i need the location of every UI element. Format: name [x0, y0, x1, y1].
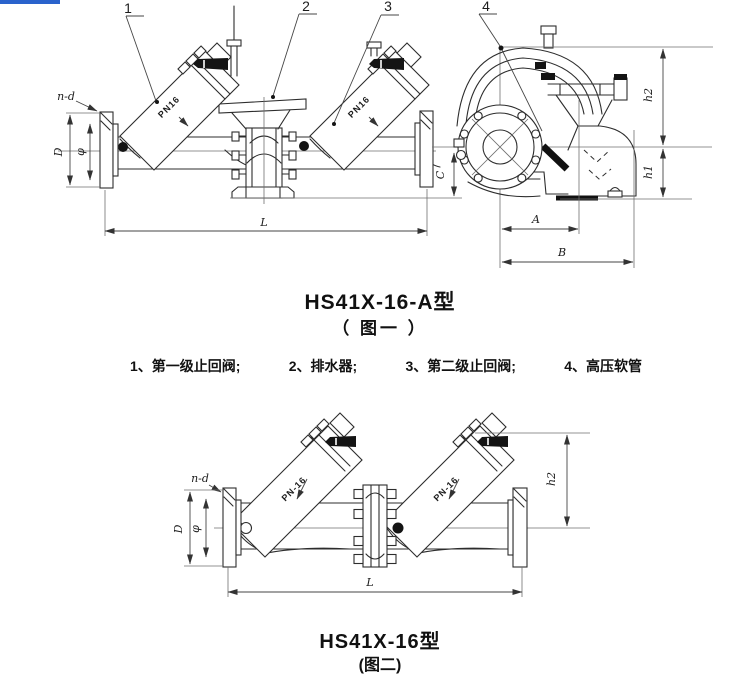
fig2-dimensions: n-d D φ h2 L [172, 432, 590, 597]
fig2-left-flange [222, 487, 242, 568]
discharge-elbow [567, 125, 637, 198]
fig1-caption-number: （ 图一 ） [332, 319, 428, 338]
dim-label-phi: φ [74, 148, 87, 156]
parts-legend: 1、第一级止回阀; 2、排水器; 3、第二级止回阀; 4、高压软管 [130, 356, 642, 376]
fig2-valve2: PN-16 [382, 412, 515, 558]
fig2-center-joint [353, 484, 397, 568]
fig2-ball-port [392, 522, 404, 534]
fig2-dim-label-D: D [172, 524, 185, 534]
dim-label-B: B [557, 246, 566, 259]
dim-label-L: L [259, 216, 267, 229]
cover-bracket [547, 74, 628, 127]
dim-label-h2: h2 [642, 88, 655, 102]
top-blue-progress-bar [0, 0, 60, 4]
left-flange [99, 111, 119, 189]
fig1-callouts: 1 2 3 4 [124, 0, 543, 132]
dim-label-nd: n-d [57, 90, 75, 103]
dim-label-A: A [531, 213, 540, 226]
drain-device [218, 97, 307, 204]
legend-item-2: 2、排水器; [288, 358, 358, 374]
callout-4-label: 4 [482, 0, 490, 14]
fig2-dim-label-L: L [365, 576, 373, 589]
fig1-side-dimensions: h2 h1 A B [498, 45, 713, 268]
dim-label-D: D [52, 147, 65, 157]
fig1-front-dimensions: n-d D φ C L [52, 90, 462, 236]
dim-label-C: C [434, 170, 447, 179]
callout-1-label: 1 [124, 0, 132, 16]
callout-2-label: 2 [302, 0, 310, 14]
valve2-test-cock [299, 141, 309, 151]
fig2-right-flange [507, 487, 528, 568]
air-inlet-fitting [535, 25, 557, 80]
drain-side-bolts [231, 131, 297, 180]
fig2-valve1-handle [325, 436, 356, 447]
fig1-caption-model: HS41X-16-A型 [304, 291, 456, 314]
legend-item-3: 3、第二级止回阀; [405, 358, 516, 374]
side-flange-face [457, 104, 543, 190]
side-test-cock [453, 138, 541, 198]
right-flange [414, 110, 434, 188]
fig2-valve2-handle [477, 436, 508, 447]
fig2-valve1: PN-16 [230, 412, 363, 558]
fig2-drawing: PN-16 PN-16 [172, 412, 590, 597]
legend-item-4: 4、高压软管 [564, 358, 642, 374]
valve2-handle [369, 58, 404, 70]
fig2-dim-label-h2: h2 [545, 472, 558, 486]
legend-item-1: 1、第一级止回阀; [130, 358, 241, 374]
fig2-caption-number: (图二) [358, 657, 402, 674]
valve1-handle [193, 58, 228, 70]
fig1-front-view: PN16 PN16 [52, 5, 462, 236]
fig1-side-view: h2 h1 A B [432, 25, 713, 268]
fig2-dim-label-nd: n-d [191, 472, 209, 485]
valve1-test-cock [118, 142, 128, 152]
fig2-dim-label-phi: φ [189, 525, 202, 533]
fig2-caption-model: HS41X-16型 [319, 631, 441, 653]
second-check-valve: PN16 [299, 41, 430, 171]
first-check-valve: PN16 [118, 39, 242, 171]
callout-3-label: 3 [384, 0, 392, 14]
dim-label-h1: h1 [642, 165, 655, 179]
